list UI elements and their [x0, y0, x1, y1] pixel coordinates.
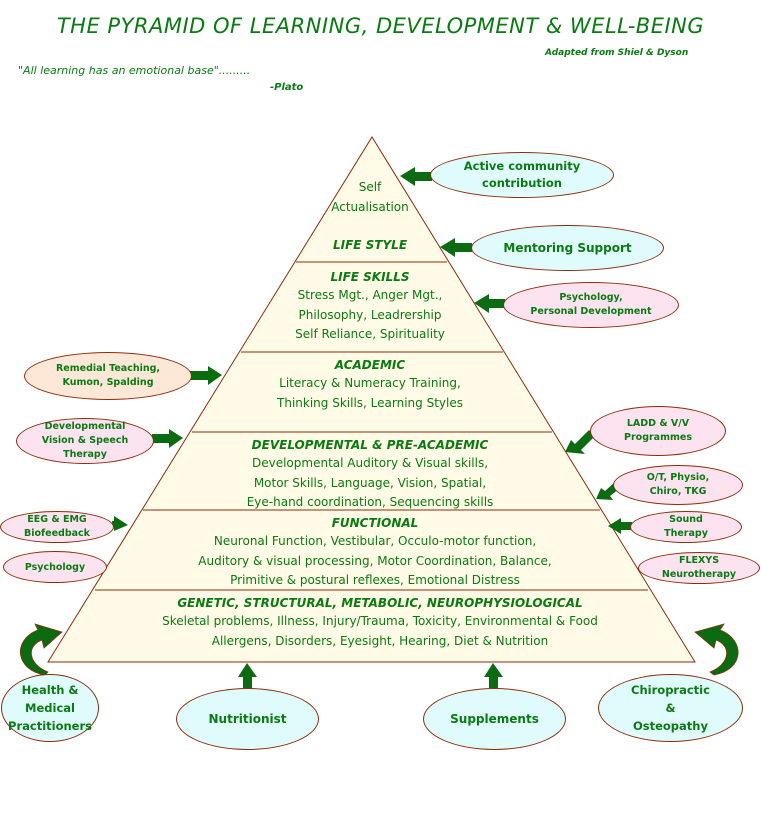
- support-line: Active community: [463, 159, 581, 173]
- support-line: Supplements: [450, 712, 539, 726]
- support-line: Mentoring Support: [503, 241, 632, 255]
- level-functional: FUNCTIONAL Neuronal Function, Vestibular…: [150, 514, 600, 591]
- level-line: Neuronal Function, Vestibular, Occulo-mo…: [213, 534, 537, 548]
- support-line: Remedial Teaching,: [55, 363, 161, 374]
- support-mentoring: Mentoring Support: [471, 225, 664, 271]
- level-line: Skeletal problems, Illness, Injury/Traum…: [162, 614, 598, 628]
- level-life-style: LIFE STYLE: [290, 236, 450, 254]
- support-ot-physio: O/T, Physio, Chiro, TKG: [613, 465, 743, 505]
- arrow-ladd: [565, 430, 595, 454]
- level-developmental: DEVELOPMENTAL & PRE-ACADEMIC Development…: [200, 436, 540, 513]
- support-line: Programmes: [624, 432, 692, 443]
- level-line: Motor Skills, Language, Vision, Spatial,: [253, 475, 487, 490]
- arrow-sound-therapy: [608, 518, 632, 534]
- support-line: Chiro, TKG: [649, 486, 707, 497]
- level-line: Self: [358, 180, 382, 194]
- support-line: EEG & EMG: [27, 514, 87, 525]
- support-nutritionist: Nutritionist: [176, 688, 319, 750]
- level-line: Self Reliance, Spirituality: [295, 327, 445, 341]
- level-heading: LIFE STYLE: [332, 238, 408, 252]
- level-heading: FUNCTIONAL: [331, 516, 419, 530]
- support-line: Nutritionist: [208, 712, 287, 726]
- level-line: Allergens, Disorders, Eyesight, Hearing,…: [211, 633, 549, 648]
- support-line: Personal Development: [530, 306, 652, 317]
- level-heading: DEVELOPMENTAL & PRE-ACADEMIC: [251, 438, 489, 452]
- arrow-supplements: [484, 663, 503, 688]
- arrow-nutritionist: [238, 663, 257, 688]
- level-line: Literacy & Numeracy Training,: [279, 376, 461, 390]
- support-line: Osteopathy: [632, 719, 708, 733]
- support-line: Practitioners: [8, 719, 92, 733]
- support-line: contribution: [482, 176, 562, 190]
- support-line: Medical: [25, 701, 75, 715]
- support-chiropractic: Chiropractic & Osteopathy: [598, 674, 743, 742]
- level-line: Eye-hand coordination, Sequencing skills: [246, 495, 494, 509]
- arrow-eeg: [114, 516, 128, 531]
- support-supplements: Supplements: [423, 688, 566, 750]
- support-line: Psychology,: [559, 292, 623, 303]
- level-heading: LIFE SKILLS: [330, 270, 410, 284]
- curved-arrow-right: [694, 623, 739, 676]
- level-self-actualisation: Self Actualisation: [300, 178, 440, 217]
- arrow-active-community: [400, 167, 432, 186]
- support-remedial: Remedial Teaching, Kumon, Spalding: [24, 352, 192, 400]
- support-line: LADD & V/V: [626, 418, 690, 429]
- level-heading: ACADEMIC: [334, 358, 406, 372]
- support-psychology-personal: Psychology, Personal Development: [503, 282, 679, 328]
- support-line: Sound: [669, 514, 703, 525]
- level-dividers: [95, 261, 648, 591]
- arrow-remedial: [190, 366, 222, 385]
- source-credit: Adapted from Shiel & Dyson: [545, 48, 689, 58]
- level-genetic: GENETIC, STRUCTURAL, METABOLIC, NEUROPHY…: [100, 594, 660, 651]
- curved-arrow-left: [20, 623, 63, 676]
- level-line: Primitive & postural reflexes, Emotional…: [230, 573, 520, 587]
- arrow-mentoring: [440, 238, 472, 257]
- support-line: Developmental: [44, 421, 126, 432]
- arrow-psychology-personal: [474, 294, 505, 313]
- level-line: Philosophy, Leadrership: [298, 307, 442, 322]
- quote-author: -Plato: [270, 82, 304, 93]
- support-eeg: EEG & EMG Biofeedback: [0, 511, 114, 543]
- level-line: Thinking Skills, Learning Styles: [277, 395, 463, 410]
- level-line: Stress Mgt., Anger Mgt.,: [297, 288, 443, 302]
- support-line: Vision & Speech: [41, 435, 129, 446]
- support-ladd: LADD & V/V Programmes: [590, 406, 726, 456]
- support-psychology: Psychology: [3, 551, 107, 583]
- support-line: FLEXYS: [678, 555, 720, 566]
- support-line: Psychology: [24, 561, 86, 573]
- support-line: &: [665, 701, 676, 715]
- support-line: Chiropractic: [631, 683, 710, 697]
- level-heading: GENETIC, STRUCTURAL, METABOLIC, NEUROPHY…: [177, 596, 583, 610]
- level-line: Auditory & visual processing, Motor Coor…: [198, 553, 552, 568]
- arrow-dev-vision: [152, 429, 183, 448]
- quote-text: "All learning has an emotional base"....…: [18, 64, 251, 77]
- page-title: THE PYRAMID OF LEARNING, DEVELOPMENT & W…: [56, 14, 705, 38]
- level-line: Developmental Auditory & Visual skills,: [251, 456, 489, 470]
- support-line: O/T, Physio,: [646, 472, 710, 483]
- level-line: Actualisation: [331, 199, 409, 214]
- support-line: Health &: [21, 683, 79, 697]
- level-life-skills: LIFE SKILLS Stress Mgt., Anger Mgt., Phi…: [250, 268, 490, 345]
- support-line: Biofeedback: [23, 528, 90, 539]
- support-line: Therapy: [63, 449, 107, 460]
- support-active-community: Active community contribution: [430, 152, 614, 198]
- support-line: Kumon, Spalding: [62, 377, 154, 388]
- support-line: Therapy: [664, 528, 708, 539]
- pyramid-shape: [47, 136, 696, 663]
- support-line: Neurotherapy: [661, 569, 737, 580]
- level-academic: ACADEMIC Literacy & Numeracy Training, T…: [220, 356, 520, 413]
- support-flexys: FLEXYS Neurotherapy: [638, 552, 760, 584]
